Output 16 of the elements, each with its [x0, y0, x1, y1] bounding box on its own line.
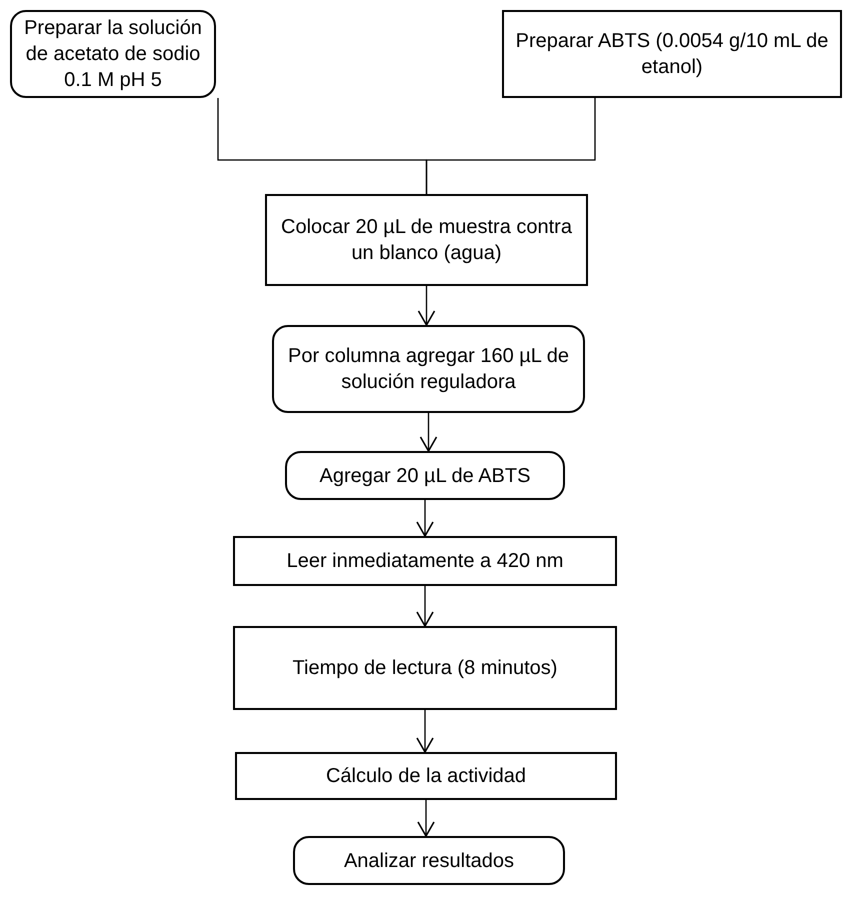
rounded-step-box: Por columna agregar 160 µL de solución reguladora [272, 325, 585, 413]
arrow [416, 710, 434, 753]
arrow [417, 800, 435, 837]
process-box: Cálculo de la actividad [235, 752, 617, 800]
rounded-step-box: Analizar resultados [293, 836, 565, 885]
process-box: Tiempo de lectura (8 minutos) [233, 626, 617, 710]
process-box: Colocar 20 µL de muestra contra un blanco (agua) [265, 194, 588, 286]
rounded-step-box: Agregar 20 µL de ABTS [285, 451, 565, 500]
arrow [416, 500, 434, 537]
arrow [416, 586, 434, 627]
process-box: Leer inmediatamente a 420 nm [233, 536, 617, 586]
connector-line [426, 98, 596, 194]
process-box: Preparar ABTS (0.0054 g/10 mL de etanol) [502, 10, 842, 98]
arrow [418, 286, 436, 326]
rounded-step-box: Preparar la solución de acetato de sodio 0.1 M pH 5 [10, 10, 216, 98]
arrow [420, 413, 438, 452]
